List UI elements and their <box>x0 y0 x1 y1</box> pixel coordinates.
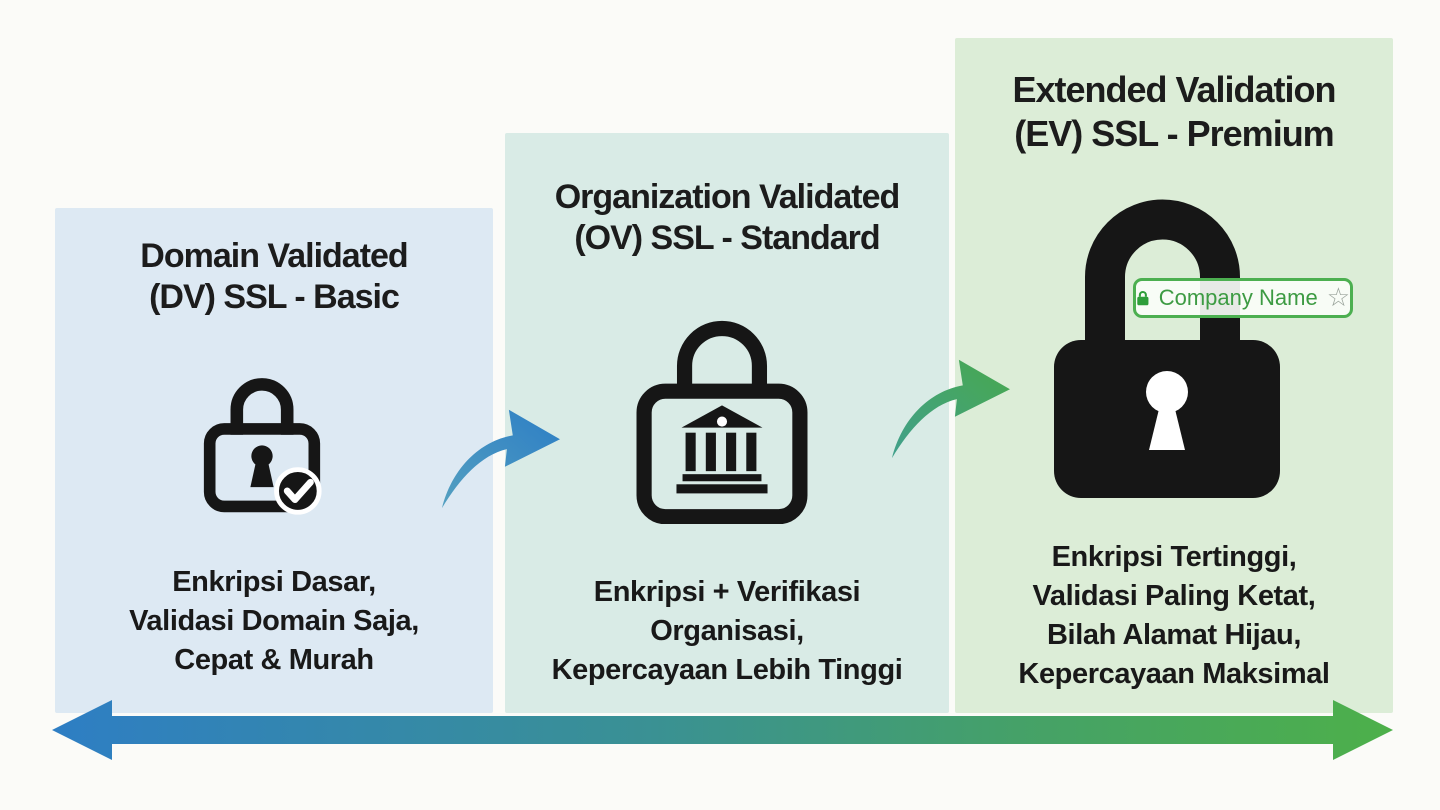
dv-description: Enkripsi Dasar, Validasi Domain Saja, Ce… <box>55 563 493 680</box>
panel-ov-ssl: Organization Validated (OV) SSL - Standa… <box>505 133 949 713</box>
green-lock-icon <box>1137 291 1149 306</box>
dv-title-line2: (DV) SSL - Basic <box>149 278 400 317</box>
padlock-check-icon <box>200 365 324 520</box>
dv-title-line1: Domain Validated <box>140 237 408 275</box>
description-line: Validasi Paling Ketat, <box>1032 580 1316 612</box>
description-line: Enkripsi + Verifikasi <box>593 576 861 608</box>
curved-arrow-dv-to-ov <box>436 396 564 514</box>
description-line: Kepercayaan Lebih Tinggi <box>551 654 903 686</box>
check-badge-icon <box>274 467 322 515</box>
star-outline-icon: ☆ <box>1326 282 1350 312</box>
curved-arrow-ov-to-ev <box>886 346 1014 464</box>
panel-ev-ssl: Extended Validation (EV) SSL - Premium C… <box>955 38 1393 713</box>
ev-title-line2: (EV) SSL - Premium <box>1014 112 1334 154</box>
padlock-bank-icon <box>636 309 808 525</box>
ov-description: Enkripsi + Verifikasi Organisasi, Keperc… <box>505 573 949 690</box>
panel-dv-ssl: Domain Validated (DV) SSL - Basic Enkrip… <box>55 208 493 713</box>
description-line: Organisasi, <box>650 615 804 647</box>
dv-title: Domain Validated (DV) SSL - Basic <box>55 236 493 319</box>
description-line: Cepat & Murah <box>174 644 374 676</box>
description-line: Enkripsi Dasar, <box>172 566 376 598</box>
description-line: Enkripsi Tertinggi, <box>1051 541 1297 573</box>
ov-title: Organization Validated (OV) SSL - Standa… <box>505 177 949 260</box>
padlock-filled-icon <box>1052 192 1282 502</box>
ov-title-line1: Organization Validated <box>554 178 901 216</box>
address-bar-badge: Company Name ☆ <box>1133 278 1353 318</box>
double-headed-gradient-arrow <box>40 694 1405 766</box>
ev-title-line1: Extended Validation <box>1012 69 1336 110</box>
ev-description: Enkripsi Tertinggi, Validasi Paling Keta… <box>955 538 1393 694</box>
description-line: Validasi Domain Saja, <box>129 605 419 637</box>
description-line: Kepercayaan Maksimal <box>1018 658 1330 690</box>
keyhole <box>1146 371 1188 450</box>
description-line: Bilah Alamat Hijau, <box>1047 619 1301 651</box>
bank-glyph <box>676 405 768 494</box>
ev-title: Extended Validation (EV) SSL - Premium <box>955 68 1393 156</box>
address-bar-label: Company Name <box>1158 285 1318 310</box>
ov-title-line2: (OV) SSL - Standard <box>574 219 880 258</box>
